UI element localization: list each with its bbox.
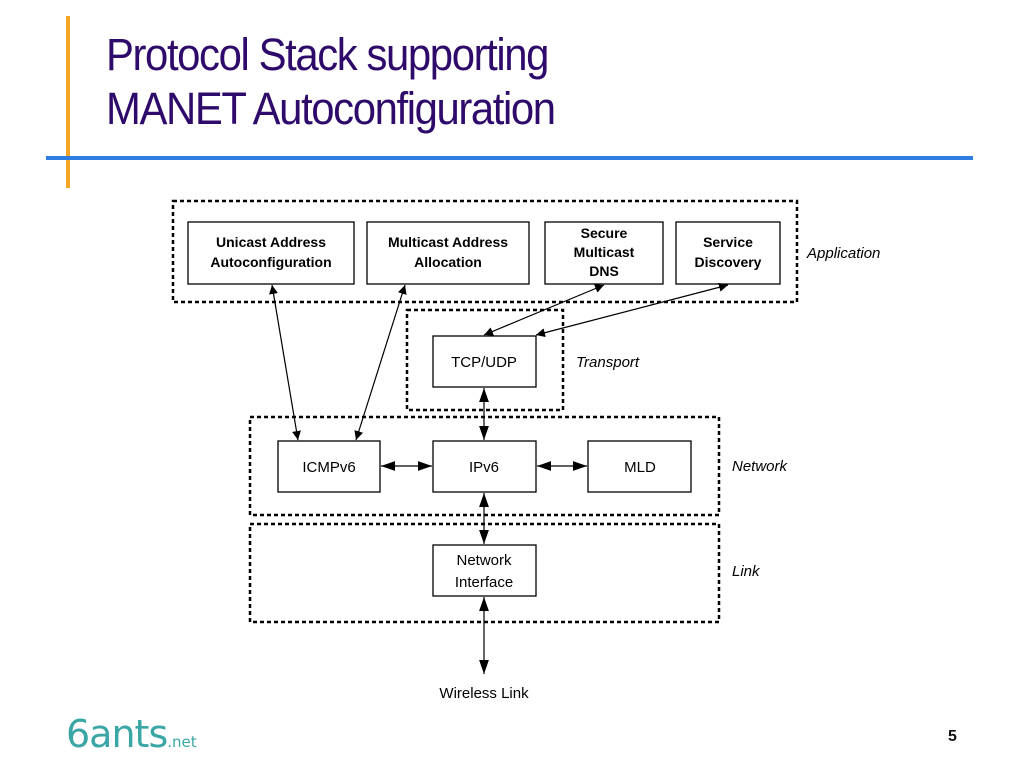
box-icmpv6: ICMPv6 [277, 440, 381, 493]
box-label-line: Multicast [574, 244, 635, 260]
box-label-line: ICMPv6 [302, 459, 355, 476]
layer-label-application: Application [806, 245, 880, 262]
box-multicast-address-allocation: Multicast Address Allocation [366, 221, 530, 285]
company-logo: 6ants.net [66, 714, 197, 762]
box-label-line: Multicast Address [388, 234, 508, 250]
title-line-2: MANET Autoconfiguration [106, 83, 556, 134]
arrow-unicast-icmpv6 [269, 284, 301, 441]
box-service-discovery: Service Discovery [675, 221, 781, 285]
box-unicast-address-autoconfiguration: Unicast Address Autoconfiguration [187, 221, 355, 285]
box-label-line: Secure [581, 225, 628, 241]
page-number: 5 [948, 728, 957, 745]
box-label-line: Allocation [414, 254, 482, 270]
title-underline [46, 156, 973, 160]
box-label-line: MLD [624, 459, 656, 476]
arrow-service-tcpudp [535, 282, 729, 338]
accent-vertical-bar [66, 16, 70, 188]
slide-title: Protocol Stack supporting MANET Autoconf… [106, 28, 556, 136]
box-tcp-udp: TCP/UDP [432, 335, 537, 388]
layer-label-network: Network [732, 458, 789, 475]
box-network-interface: Network Interface [432, 544, 537, 597]
layer-label-link: Link [732, 563, 761, 580]
box-label-line: Unicast Address [216, 234, 326, 250]
box-label-line: Service [703, 234, 753, 250]
box-secure-multicast-dns: Secure Multicast DNS [544, 221, 664, 285]
box-label-line: Autoconfiguration [210, 254, 331, 270]
box-label-line: DNS [589, 263, 619, 279]
title-line-1: Protocol Stack supporting [106, 29, 549, 80]
box-label-line: Interface [455, 574, 513, 591]
box-label-line: IPv6 [469, 459, 499, 476]
box-mld: MLD [587, 440, 692, 493]
arrow-multicast-icmpv6 [354, 284, 407, 441]
logo-suffix: .net [167, 733, 197, 751]
box-label-line: Discovery [695, 254, 762, 270]
box-label-line: TCP/UDP [451, 354, 517, 371]
wireless-link-label: Wireless Link [439, 685, 529, 702]
box-ipv6: IPv6 [432, 440, 537, 493]
box-label-line: Network [456, 552, 512, 569]
logo-main: 6ants [66, 712, 168, 756]
layer-label-transport: Transport [576, 354, 640, 371]
